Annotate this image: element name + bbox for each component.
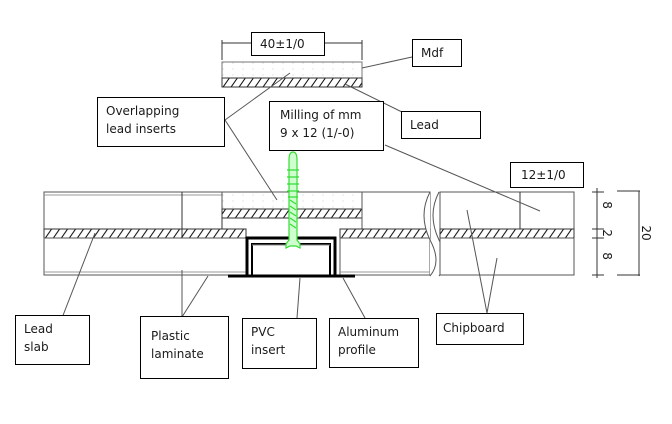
label-lead-slab: Lead slab	[15, 315, 90, 365]
mdf-layer	[221, 61, 363, 79]
label-pvc-insert: PVC insert	[242, 318, 317, 369]
milling-line2: 9 x 12 (1/-0)	[280, 126, 355, 140]
screw-icon	[285, 151, 301, 249]
plastic-line2: laminate	[151, 347, 204, 361]
dim-layer-bottom: 8	[600, 252, 614, 260]
dim-layer-top: 8	[600, 201, 614, 209]
label-aluminum-profile: Aluminum profile	[329, 318, 419, 368]
aluminum-line1: Aluminum	[338, 325, 400, 339]
lead-text: Lead	[410, 118, 439, 132]
dimension-label-width: 40±1/0	[251, 32, 325, 56]
right-panel	[439, 191, 575, 276]
label-mdf: Mdf	[412, 39, 462, 67]
dim-total: 20	[639, 225, 653, 240]
width-text: 40±1/0	[260, 37, 305, 51]
lead-layer	[221, 77, 363, 88]
label-chipboard: Chipboard	[436, 313, 524, 345]
plastic-line1: Plastic	[151, 329, 190, 343]
top-insert-piece	[221, 61, 363, 88]
lead-slab-layer	[43, 228, 247, 239]
label-milling: Milling of mm 9 x 12 (1/-0)	[269, 101, 384, 151]
left-panel	[43, 191, 247, 276]
aluminum-line2: profile	[338, 343, 376, 357]
leader-lines	[61, 56, 541, 319]
thickness-text: 12±1/0	[521, 168, 566, 182]
middle-panel	[339, 191, 431, 276]
pvc-line1: PVC	[251, 325, 275, 339]
label-plastic-laminate: Plastic laminate	[140, 316, 229, 379]
lead-slab-line2: slab	[24, 340, 49, 354]
lead-slab-line1: Lead	[24, 322, 53, 336]
pvc-line2: insert	[251, 343, 286, 357]
mdf-text: Mdf	[421, 46, 444, 60]
milling-line1: Milling of mm	[280, 108, 362, 122]
label-overlapping-lead-inserts: Overlapping lead inserts	[97, 97, 225, 147]
dimension-label-thickness: 12±1/0	[510, 162, 584, 188]
overlapping-line2: lead inserts	[106, 122, 176, 136]
chipboard-text: Chipboard	[443, 321, 505, 335]
overlapping-line1: Overlapping	[106, 104, 180, 118]
label-lead: Lead	[401, 111, 481, 139]
dimension-layers-right	[592, 188, 640, 278]
dim-layer-mid: 2	[600, 229, 614, 237]
